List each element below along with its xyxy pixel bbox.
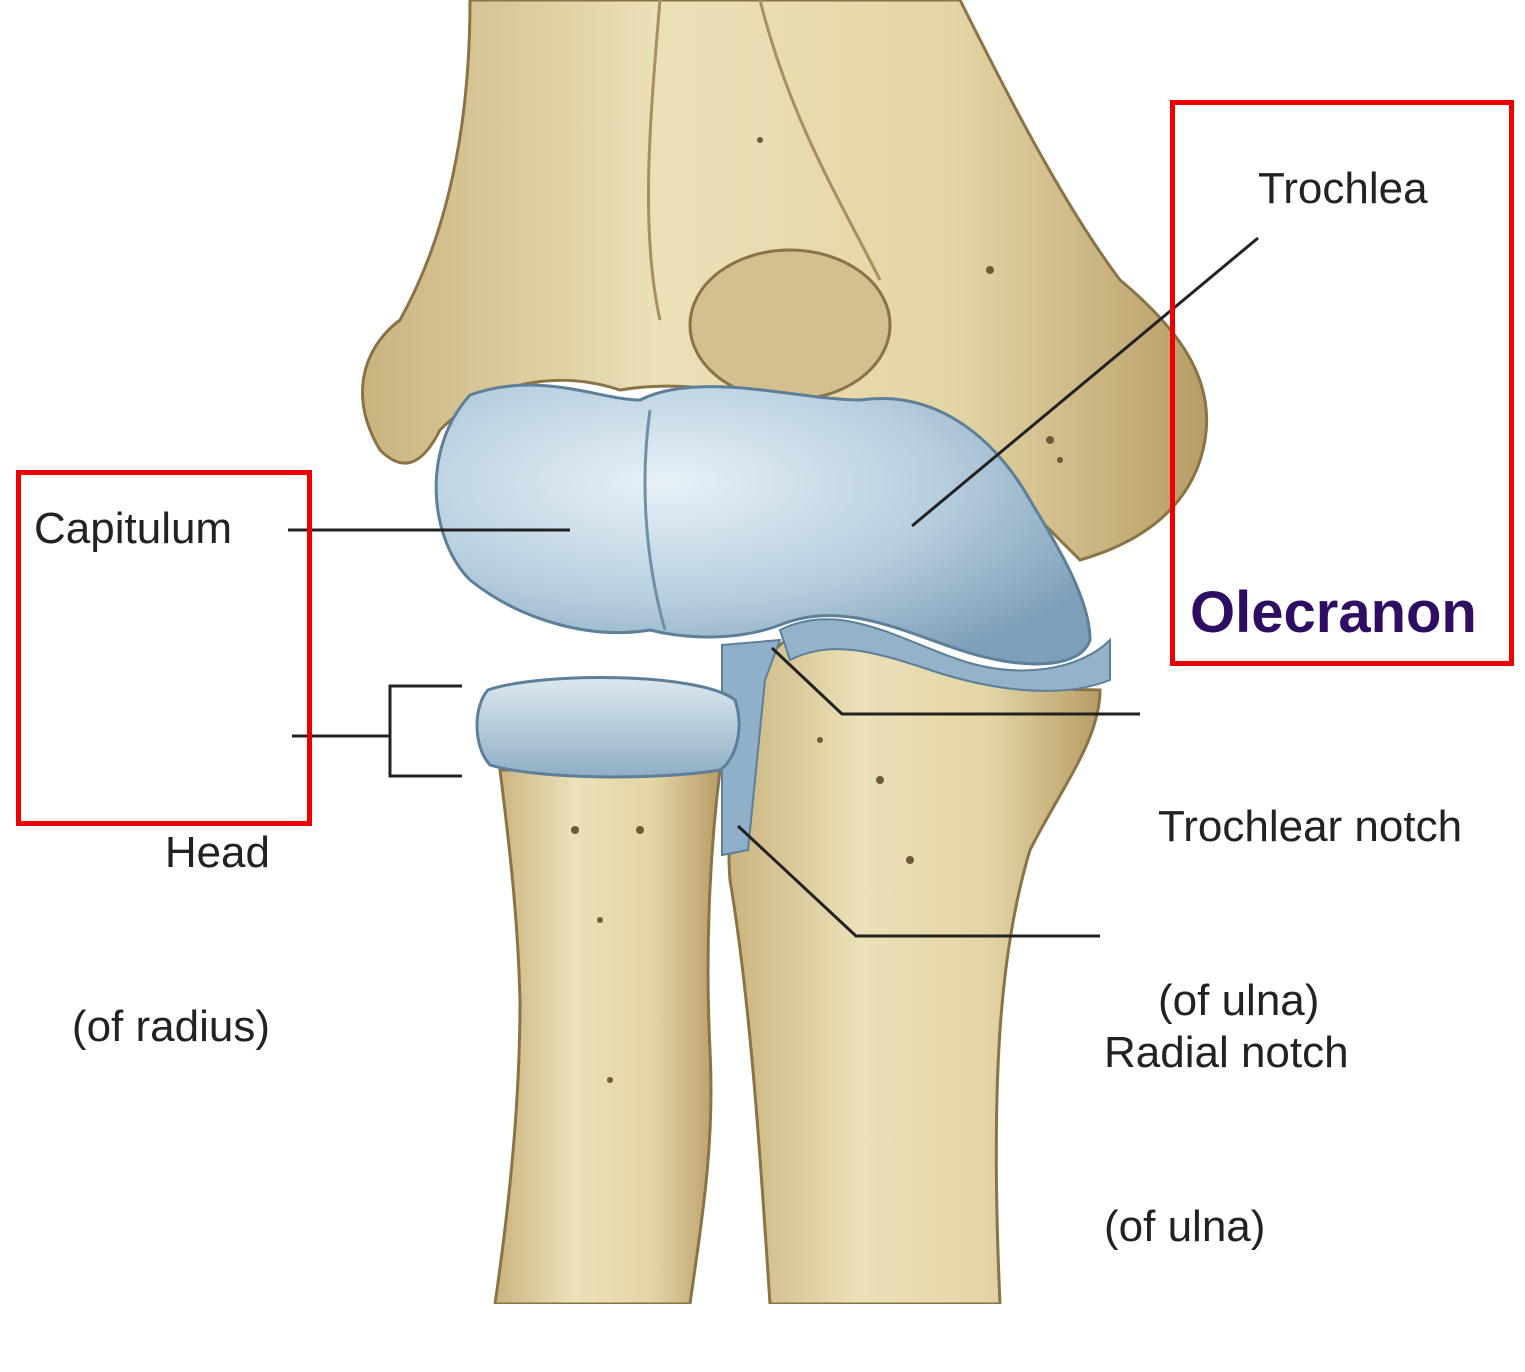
- head-line2: (of radius): [40, 998, 270, 1056]
- trochlear-notch-line1: Trochlear notch: [1158, 798, 1462, 856]
- capitulum-label: Capitulum: [34, 500, 232, 558]
- olecranon-text: Olecranon: [1190, 580, 1477, 645]
- head-bracket: [390, 686, 462, 776]
- ulna: [729, 623, 1100, 1304]
- trochlea-label: Trochlea: [1258, 160, 1428, 218]
- olecranon-label: Olecranon: [1190, 580, 1477, 646]
- head-of-radius-label: Head (of radius): [40, 708, 270, 1172]
- olecranon-fossa: [690, 250, 890, 400]
- radial-notch-line1: Radial notch: [1104, 1024, 1349, 1082]
- capitulum-text: Capitulum: [34, 504, 232, 553]
- trochlea-text: Trochlea: [1258, 164, 1428, 213]
- radial-head: [477, 678, 739, 777]
- radius: [495, 770, 720, 1304]
- elbow-anatomy-diagram: Capitulum Head (of radius) Trochlea Troc…: [0, 0, 1525, 1304]
- radial-notch-line2: (of ulna): [1104, 1198, 1349, 1256]
- head-line1: Head: [40, 824, 270, 882]
- radial-notch-label: Radial notch (of ulna): [1104, 908, 1349, 1372]
